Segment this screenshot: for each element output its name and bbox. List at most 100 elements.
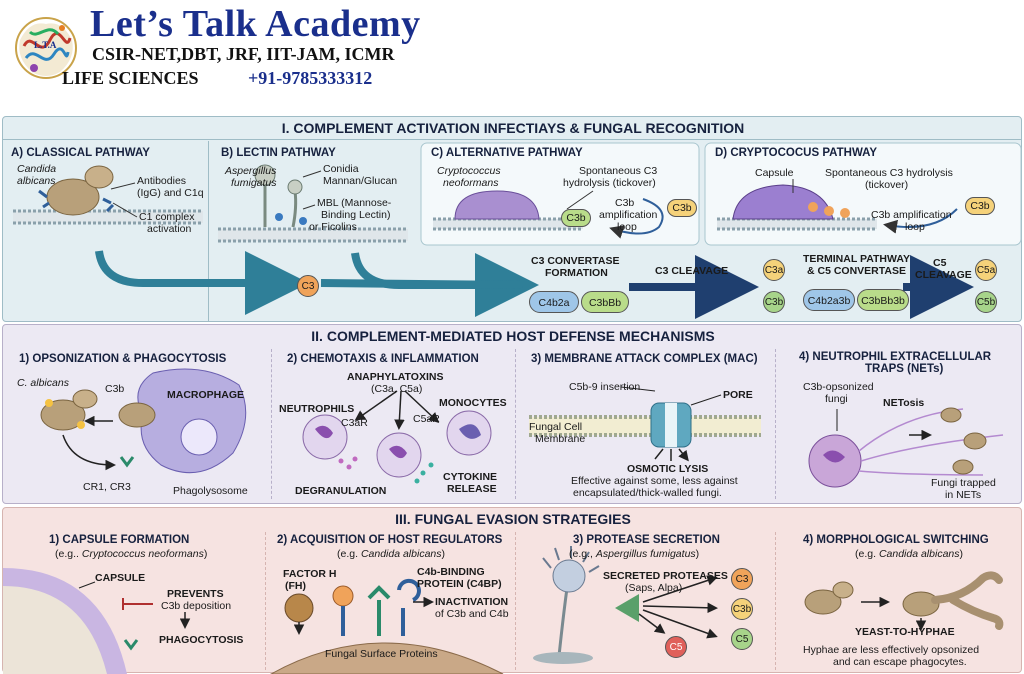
label: Mannan/Glucan (323, 175, 398, 187)
pore-label: PORE (723, 389, 753, 401)
alternative-pathway-heading: C) ALTERNATIVE PATHWAY (431, 147, 583, 159)
c5-cleavage-label: C5 (933, 257, 947, 269)
organism-label: Cryptococcus (437, 165, 501, 177)
opsonization-heading: 1) OPSONIZATION & PHAGOCYTOSIS (19, 353, 227, 365)
academy-subject: LIFE SCIENCES (62, 68, 199, 88)
factor-h-label: FACTOR H (283, 568, 337, 580)
monocytes-label: MONOCYTES (439, 397, 507, 409)
academy-exams: CSIR-NET,DBT, JRF, IIT-JAM, ICMR (92, 44, 395, 64)
organism-label: fumigatus (231, 177, 277, 189)
label: (tickover) (865, 179, 909, 191)
label: activation (147, 223, 192, 235)
c4b2a3b-pill: C4b2a3b (803, 289, 855, 311)
organism-label: neoformans (443, 177, 499, 189)
c4bp-label: C4b-BINDING (417, 566, 485, 578)
label: (IgG) and C1q (137, 187, 204, 199)
c3ar-label: C3aR (341, 417, 368, 429)
label: amplification (599, 209, 658, 221)
yeast-to-hyphae-label: YEAST-TO-HYPHAE (855, 626, 955, 638)
convertase-title: FORMATION (545, 267, 608, 279)
logo-emblem-icon (15, 17, 77, 79)
phagolysosome-label: Phagolysosome (173, 485, 248, 497)
academy-phone: +91-9785333312 (248, 68, 373, 88)
label: Spontaneous C3 (579, 165, 658, 177)
label: or Ficolins (309, 221, 357, 233)
macrophage-label: MACROPHAGE (167, 389, 245, 401)
c4b2a-pill: C4b2a (529, 291, 579, 313)
activation-graphics (13, 142, 1022, 319)
switching-example: (e.g. Candida albicans) (855, 548, 963, 560)
organism-label: Aspergillus (225, 165, 277, 177)
logo-text: L.T.A (34, 40, 57, 50)
divider (775, 532, 776, 670)
label: Binding Lectin) (321, 209, 391, 221)
protease-heading: 3) PROTEASE SECRETION (573, 534, 720, 546)
nets-heading: TRAPS (NETs) (865, 363, 944, 375)
c5-red-circle: C5 (665, 636, 687, 658)
opsonized-label: fungi (825, 393, 848, 405)
c5-circle: C5 (731, 628, 753, 650)
divider (515, 349, 516, 499)
c5ar-label: C5aR (413, 413, 440, 425)
classical-pathway-heading: A) CLASSICAL PATHWAY (11, 147, 150, 159)
factor-h-label: (FH) (285, 580, 306, 592)
cytokine-label: RELEASE (447, 483, 497, 495)
cryptococus-pathway-heading: D) CRYPTOCOCUS PATHWAY (715, 147, 878, 159)
section-activation-title: I. COMPLEMENT ACTIVATION INFECTIAYS & FU… (281, 120, 745, 136)
logo: L.T.A (10, 10, 82, 86)
trapped-label: in NETs (945, 489, 982, 501)
c3a-circle: C3a (763, 259, 785, 281)
terminal-title: TERMINAL PATHWAY (803, 253, 910, 265)
organism-label: Candida (17, 163, 57, 175)
switching-heading: 4) MORPHOLOGICAL SWITCHING (803, 534, 989, 546)
capsule-example: (e.g.. Cryptococcus neoformans) (55, 548, 208, 560)
c3-circle: C3 (731, 568, 753, 590)
c3b-badge: C3b (667, 199, 697, 217)
c3bbb-pill: C3bBb (581, 291, 629, 313)
capsule-label: CAPSULE (95, 572, 146, 584)
label: Spontaneous C3 hydrolysis (825, 167, 953, 179)
c3b-badge: C3b (965, 197, 995, 215)
secreted-label: SECRETED PROTEASES (603, 570, 728, 582)
anaphylatoxins-sub: (C3a, C5a) (371, 383, 423, 395)
host-defense-graphics (40, 368, 1004, 488)
membrane-label: Fungal Cell (529, 421, 583, 433)
label: Conidia (323, 163, 359, 175)
divider (271, 349, 272, 499)
section-evasion-title: III. FUNGAL EVASION STRATEGIES (395, 511, 631, 527)
section-host-defense-title: II. COMPLEMENT-MEDIATED HOST DEFENSE MEC… (311, 328, 715, 344)
c4bp-label: PROTEIN (C4BP) (417, 578, 502, 590)
section-evasion: III. FUNGAL EVASION STRATEGIES (2, 507, 1022, 674)
trapped-label: Fungi trapped (931, 477, 996, 489)
inactivation-label: INACTIVATION (435, 596, 509, 608)
mac-note: encapsulated/thick-walled fungi. (573, 487, 722, 499)
protease-example: (e.g., Aspergillus fumigatus) (569, 548, 700, 560)
secreted-label: (Saps, Alpa) (625, 582, 683, 594)
section-host-defense: II. COMPLEMENT-MEDIATED HOST DEFENSE MEC… (2, 324, 1022, 504)
label: MBL (Mannose- (317, 197, 392, 209)
netosis-label: NETosis (883, 397, 925, 409)
c3bbb3b-pill: C3bBb3b (857, 289, 909, 311)
mac-heading: 3) MEMBRANE ATTACK COMPLEX (MAC) (531, 353, 758, 365)
label: Antibodies (137, 175, 187, 187)
nets-heading: 4) NEUTROPHIL EXTRACELLULAR (799, 351, 992, 363)
inactivation-label: of C3b and C4b (435, 608, 509, 620)
phagocytosis-label: PHAGOCYTOSIS (159, 634, 244, 646)
label: hydrolysis (tickover) (563, 177, 656, 189)
evasion-graphics (3, 546, 1004, 674)
academy-title: Let’s Talk Academy (90, 3, 421, 45)
label: loop (905, 221, 925, 233)
convertase-title: C3 CONVERTASE (531, 255, 620, 267)
deposition-label: C3b deposition (161, 600, 232, 612)
anaphylatoxins-label: ANAPHYLATOXINS (347, 371, 444, 383)
divider (208, 141, 209, 321)
switching-note: and can escape phagocytes. (833, 656, 967, 668)
label: C1 complex (139, 211, 195, 223)
organism-label: albicans (17, 175, 56, 187)
prevents-label: PREVENTS (167, 588, 224, 600)
terminal-title: & C5 CONVERTASE (807, 265, 906, 277)
switching-note: Hyphae are less effectively opsonized (803, 644, 980, 656)
label: C3b amplification (871, 209, 952, 221)
divider (265, 532, 266, 670)
osmotic-lysis-label: OSMOTIC LYSIS (627, 463, 709, 475)
